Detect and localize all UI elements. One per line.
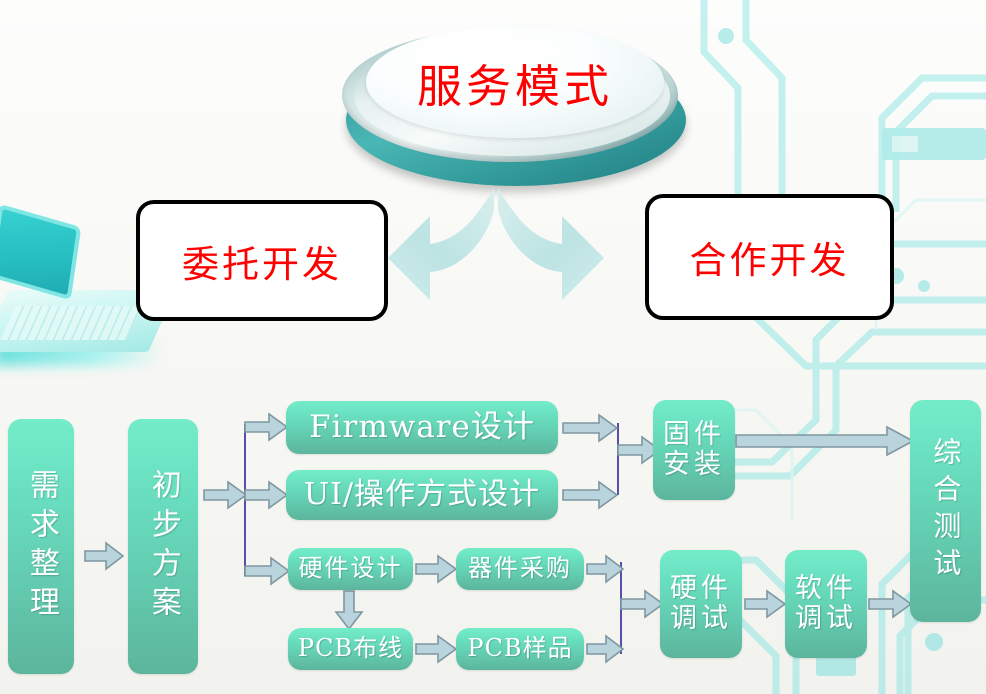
- flow-label-requirement: 需求整理: [23, 468, 59, 625]
- mode-label-left: 委托开发: [182, 242, 342, 286]
- arrow-fanout-to-ui-icon: [244, 480, 288, 510]
- flow-node-hardware-debug[interactable]: 硬件 调试: [660, 550, 742, 658]
- arrow-fanout-to-hwdesign-icon: [244, 556, 290, 586]
- mode-box-cooperative-development[interactable]: 合作开发: [645, 194, 894, 320]
- flow-label-component-purchase: 器件采购: [468, 554, 572, 583]
- join-connector-line-top: [617, 423, 619, 495]
- flow-node-component-purchase[interactable]: 器件采购: [456, 548, 584, 590]
- arrow-fanout-to-firmware-icon: [244, 412, 288, 442]
- arrow-firmware-to-join-icon: [562, 413, 618, 443]
- arrow-req-to-plan-icon: [84, 541, 124, 571]
- flow-node-preliminary-plan[interactable]: 初步方案: [128, 419, 198, 674]
- flow-label-pcb-sample: PCB样品: [467, 634, 573, 663]
- arrow-ui-to-join-icon: [562, 480, 618, 510]
- arrow-hwdesign-to-purchase-icon: [415, 554, 457, 584]
- laptop-photo: [0, 196, 176, 366]
- flow-label-firmware-design: Firmware设计: [309, 409, 535, 446]
- flow-label-firmware-install: 固件 安装: [663, 418, 725, 480]
- arrow-pcblayout-to-pcbsample-icon: [415, 634, 457, 664]
- bent-arrow-right-icon: [498, 188, 604, 300]
- flow-label-ui-design: UI/操作方式设计: [303, 477, 541, 513]
- long-arrow-right-icon: [735, 425, 915, 457]
- arrow-purchase-to-join-icon: [586, 554, 624, 584]
- bent-arrow-left-icon: [388, 188, 494, 300]
- flow-node-ui-design[interactable]: UI/操作方式设计: [286, 470, 558, 520]
- flow-node-firmware-install[interactable]: 固件 安装: [653, 400, 735, 500]
- oval-highlight: [392, 34, 582, 78]
- flow-node-firmware-design[interactable]: Firmware设计: [286, 401, 558, 454]
- flow-label-pcb-layout: PCB布线: [297, 634, 404, 663]
- arrow-hwdesign-to-pcblayout-icon: [334, 590, 364, 630]
- flow-node-integrated-test[interactable]: 综合测试: [910, 400, 981, 622]
- arrow-pcbsample-to-join-icon: [586, 634, 624, 664]
- flow-node-pcb-layout[interactable]: PCB布线: [288, 628, 413, 670]
- flow-label-hardware-debug: 硬件 调试: [670, 572, 732, 634]
- title-oval: 服务模式: [336, 8, 696, 190]
- flow-label-hardware-design: 硬件设计: [298, 554, 403, 583]
- flow-label-preliminary-plan: 初步方案: [145, 468, 181, 625]
- mode-box-entrusted-development[interactable]: 委托开发: [136, 200, 388, 321]
- flow-node-requirement[interactable]: 需求整理: [8, 419, 74, 674]
- flow-node-software-debug[interactable]: 软件 调试: [785, 550, 867, 658]
- arrow-join-to-hwdebug-icon: [620, 589, 664, 619]
- arrow-hwdebug-to-swdebug-icon: [744, 589, 786, 619]
- page-title: 服务模式: [416, 59, 613, 113]
- flow-node-hardware-design[interactable]: 硬件设计: [288, 548, 413, 590]
- flow-label-integrated-test: 综合测试: [929, 437, 963, 585]
- mode-label-right: 合作开发: [689, 239, 850, 282]
- arrow-join-to-firmware-install-icon: [617, 435, 661, 465]
- flow-node-pcb-sample[interactable]: PCB样品: [456, 628, 584, 670]
- flow-label-software-debug: 软件 调试: [795, 572, 857, 634]
- arrow-swdebug-to-final-icon: [868, 589, 912, 619]
- arrow-plan-to-fanout-icon: [203, 480, 247, 510]
